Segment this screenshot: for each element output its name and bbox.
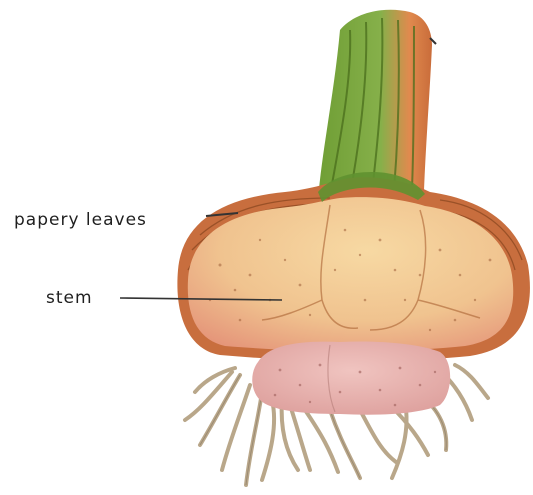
root bbox=[195, 368, 235, 392]
papery-leaves bbox=[177, 177, 530, 361]
stem-plate bbox=[252, 341, 450, 414]
root bbox=[360, 410, 396, 462]
papery-leaves-label: papery leaves bbox=[14, 210, 147, 230]
stem-label: stem bbox=[46, 288, 93, 308]
root bbox=[262, 400, 274, 480]
shoot bbox=[318, 10, 436, 200]
